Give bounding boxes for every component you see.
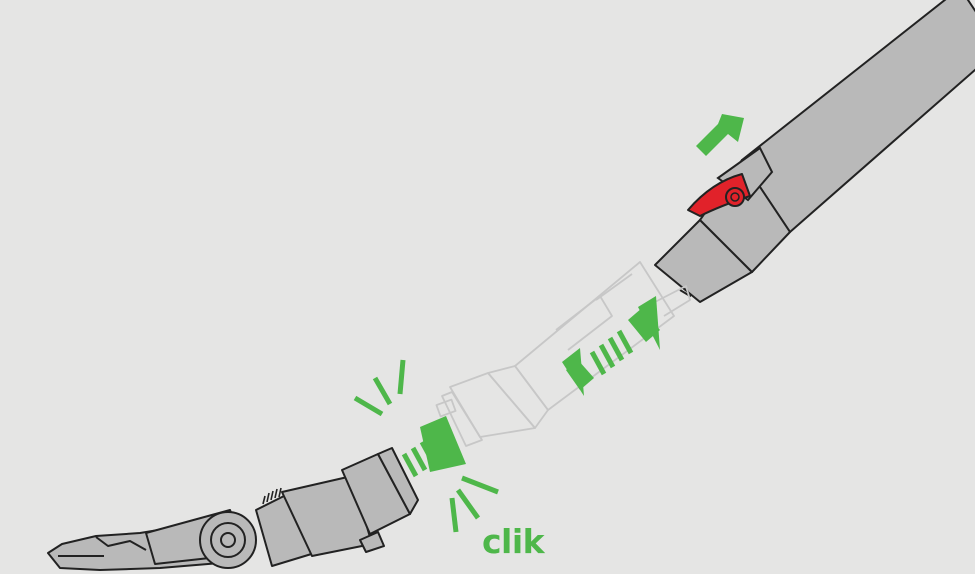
double-slide-arrow-icon [562, 296, 660, 396]
push-arrow-icon [401, 416, 466, 478]
click-sound-label: clik [482, 522, 545, 561]
cleaner-head-icon [47, 447, 419, 571]
tool-ghost-icon [435, 261, 691, 447]
press-arrow-icon [696, 114, 744, 156]
release-button-icon [687, 173, 751, 217]
click-burst-icon [353, 359, 499, 533]
